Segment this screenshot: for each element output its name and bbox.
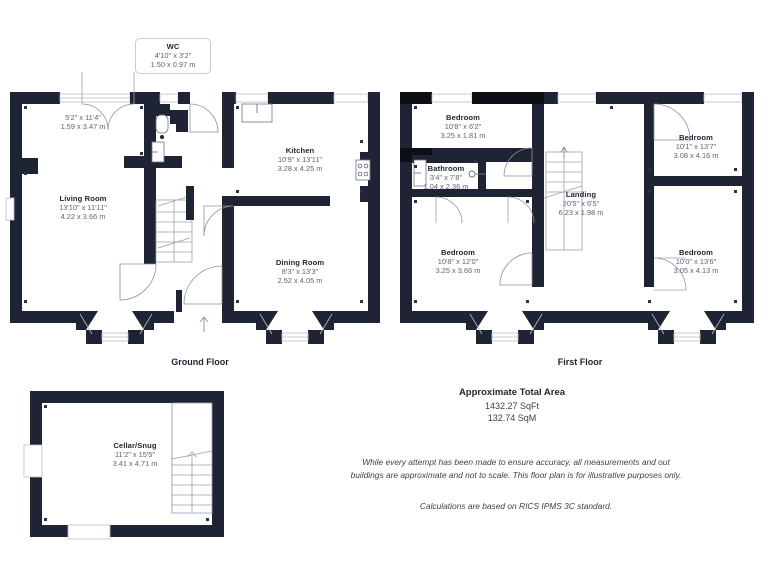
floor-label-first: First Floor [557, 357, 603, 367]
basin-icon [468, 170, 476, 178]
wall-ff-landing-left [532, 162, 544, 197]
ground-floor-drawing [5, 72, 380, 344]
bay-window-living [76, 311, 154, 344]
window-wc [159, 93, 179, 103]
door-swing-hall-front [183, 265, 223, 305]
wall-top-kitchen-a [222, 92, 236, 104]
wall-ff-bed-right-upper [644, 104, 654, 182]
total-area-block: Approximate Total Area 1432.27 SqFt 132.… [362, 387, 662, 424]
wall-top-mid [130, 92, 148, 104]
wall-top-left-a [10, 92, 40, 104]
rics-note: Calculations are based on RICS IPMS 3C s… [419, 501, 613, 511]
total-area-sqm: 132.74 SqM [487, 413, 537, 424]
corner-markers [24, 106, 363, 303]
cellar-drawing [23, 391, 224, 540]
wall-ff-top-d [596, 92, 704, 104]
wall-wc-right [176, 110, 188, 132]
wc-cistern-icon [160, 135, 164, 139]
door-swing-front-a [81, 103, 109, 131]
wall-ff-top-c [544, 92, 558, 104]
door-swing-dining [203, 205, 235, 237]
wall-chimney-left [22, 158, 38, 174]
disclaimer-text: While every attempt has been made to ens… [276, 456, 756, 483]
door-swing-ff-bed-bl2 [499, 252, 533, 286]
wall-top-kitchen-b [268, 92, 334, 104]
door-swing-ff-bed-tr [653, 103, 691, 141]
window-kitchen [235, 93, 269, 103]
wall-top-mid-b [148, 92, 160, 104]
wall-ff-bathroom-right [478, 155, 486, 197]
window-ff-bed2 [703, 93, 743, 103]
disclaimer-line-2: buildings are approximate and not to sca… [350, 470, 682, 481]
wall-ff-bottom-mid [544, 311, 648, 323]
wall-ff-bed-right-lower [644, 182, 654, 287]
wall-ff-bathroom-bottom [412, 189, 486, 197]
wall-ff-exterior-right [742, 92, 754, 323]
kitchen-hob-icon [355, 159, 371, 181]
wall-top-left-b [40, 92, 52, 104]
staircase-cellar-icon [171, 402, 213, 514]
wall-ff-bottom-left [400, 311, 466, 323]
door-swing-ff-bed-bl [507, 196, 535, 224]
door-swing-ff-bed-br [653, 257, 687, 291]
staircase-icon [155, 186, 194, 263]
total-area-title: Approximate Total Area [458, 387, 566, 398]
wall-ff-landing-wall-a [486, 189, 532, 197]
door-swing-hall-kitchen [189, 103, 219, 133]
callout-wc: WC 4'10" x 3'2" 1.50 x 0.97 m [135, 38, 211, 75]
wc-toilet-icon [155, 114, 169, 134]
wall-bottom-right [334, 311, 380, 323]
wall-stair-side [186, 186, 194, 220]
window-kitchen-2 [333, 93, 369, 103]
north-arrow-icon [199, 316, 209, 332]
window-ff-bed1 [431, 93, 473, 103]
wall-ff-exterior-left [400, 92, 412, 323]
wall-bottom-mid-b [222, 311, 256, 323]
wall-exterior-left [10, 92, 22, 323]
wall-ff-bed1-right [532, 104, 544, 162]
wall-ff-right-divider [654, 176, 744, 186]
wall-ff-top-black-b [472, 92, 544, 104]
wall-exterior-right-lower [368, 186, 380, 323]
floor-label-ground: Ground Floor [171, 357, 229, 367]
opening-cellar-bottom [67, 524, 111, 540]
bay-window-dining [256, 311, 334, 344]
window-living-left [5, 197, 15, 221]
wall-ff-bottom-right [726, 311, 754, 323]
disclaimer-line-1: While every attempt has been made to ens… [362, 457, 670, 467]
corner-markers-ff [414, 106, 737, 303]
wall-wc-bottom-a [124, 156, 156, 168]
staircase-ff-icon [543, 146, 583, 251]
wall-bottom-mid-a [154, 311, 174, 323]
door-swing-ff-bed1 [503, 147, 533, 177]
wall-ff-landing-left-lower [532, 197, 544, 287]
door-swing-ff-bathroom [435, 196, 463, 224]
corner-markers-cellar [44, 405, 209, 521]
total-area-sqft: 1432.27 SqFt [484, 401, 540, 411]
wall-exterior-right-upper [368, 92, 380, 152]
wall-kitchen-left-upper [222, 104, 234, 168]
cellar-interior [42, 403, 212, 525]
wall-kitchen-left-lower [222, 196, 234, 323]
wall-ff-bathroom-top [412, 155, 478, 163]
wall-top-left-c [52, 92, 60, 104]
bay-window-ff-left [466, 311, 544, 344]
window-ff-landing [557, 93, 597, 103]
door-swing-front-b [107, 103, 135, 131]
window-cellar-left [23, 444, 43, 478]
wall-ff-top-black-a [400, 92, 432, 104]
first-floor-drawing [400, 92, 754, 344]
wall-hall-spine-left [144, 104, 156, 264]
front-door [176, 290, 182, 312]
bay-window-ff-right [648, 311, 726, 344]
wall-kitchen-dining-divider [234, 196, 330, 206]
wall-bottom-left [10, 311, 76, 323]
wall-wc-top [156, 104, 170, 116]
wall-top-mid-c [178, 92, 190, 104]
door-swing-living [119, 263, 157, 301]
